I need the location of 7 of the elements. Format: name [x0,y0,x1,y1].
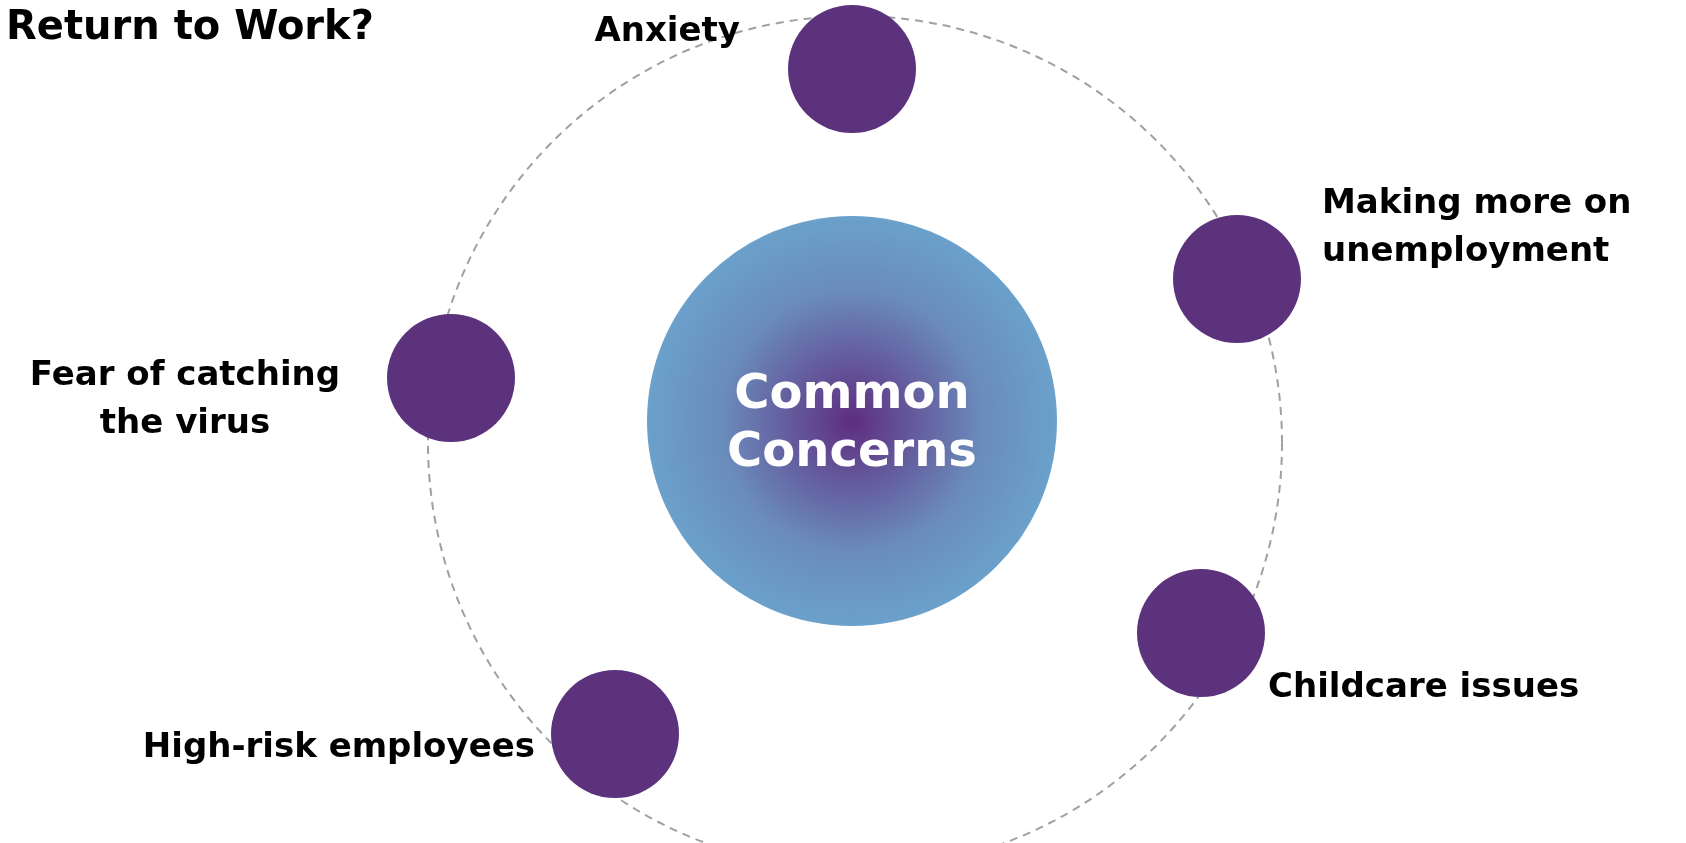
concern-label: Making more on unemployment [1322,180,1633,271]
center-label: Common Concerns [726,363,978,479]
concern-label: Anxiety [593,8,740,51]
concern-label: Childcare issues [1268,664,1581,707]
concern-label: High-risk employees [141,724,535,767]
title: Return to Work? [6,2,374,48]
concern-label: Fear of catching the virus [28,352,342,443]
